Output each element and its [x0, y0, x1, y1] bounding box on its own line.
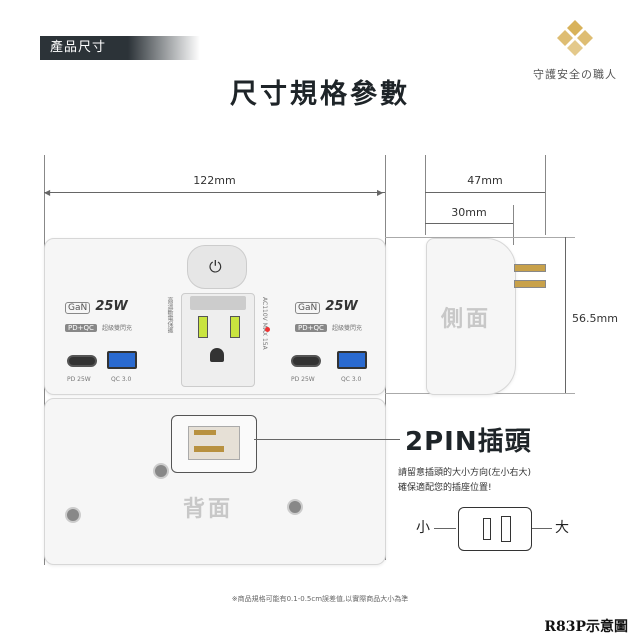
outlet-ground [210, 348, 224, 362]
plug-frame [171, 415, 257, 473]
back-view: 背面 [44, 398, 386, 565]
screw-right [287, 499, 303, 515]
outlet-slot-left [198, 316, 208, 338]
gan-label: GaN [65, 302, 91, 314]
plug-pin-large [194, 446, 224, 452]
width-dimension: 122mm [193, 174, 236, 187]
usb-c-port [291, 355, 321, 367]
center-note: 高溫斷電保護 [166, 297, 173, 333]
usb-a-label: QC 3.0 [341, 376, 362, 383]
large-line [532, 528, 552, 529]
height-dimension: 56.5mm [572, 312, 618, 325]
socket-slot-large [501, 516, 511, 542]
model-label: R83P示意圖 [544, 619, 628, 635]
screw-left [153, 463, 169, 479]
watt-label: 25W [325, 299, 358, 314]
page-title: 尺寸規格參數 [230, 79, 410, 110]
small-label: 小 [416, 520, 430, 536]
small-line [434, 528, 456, 529]
depth-line [425, 192, 545, 193]
pin-title: 2PIN插頭 [405, 427, 532, 457]
arrow-right-icon: ▶ [377, 188, 384, 197]
callout-line [254, 439, 400, 440]
pdqc-label: PD+QC [65, 324, 97, 332]
socket-slot-small [483, 518, 491, 540]
usb-c-label: PD 25W [291, 376, 315, 383]
pin-note-2: 確保適配您的插座位置! [398, 483, 492, 493]
side-plug-pin-top [514, 264, 546, 272]
side-right-guide [545, 155, 546, 235]
side-plug-guide [513, 205, 514, 245]
usb-a-port [107, 351, 137, 369]
plug-depth-dimension: 30mm [451, 206, 487, 219]
screw-edge [65, 507, 81, 523]
fast-label: 超級雙閃充 [101, 325, 132, 332]
back-label: 背面 [183, 497, 234, 522]
large-label: 大 [555, 520, 569, 536]
section-tag: 產品尺寸 [40, 36, 200, 60]
power-button: ⏻ [187, 245, 247, 289]
front-view: ⏻ 高溫斷電保護 AC110V MAX 15A GaN 25W PD+QC 超級… [44, 238, 386, 395]
pin-note-1: 請留意插頭的大小方向(左小右大) [398, 468, 532, 478]
depth-dimension: 47mm [467, 174, 503, 187]
left-pdqc-block: PD+QC 超級雙閃充 [65, 315, 132, 334]
plug-pin-small [194, 430, 216, 435]
right-gan-block: GaN 25W [295, 295, 358, 314]
arrow-left-icon: ◀ [44, 188, 51, 197]
power-icon: ⏻ [209, 257, 222, 276]
brand-name: 守護安全の職人 [533, 68, 617, 81]
left-gan-block: GaN 25W [65, 295, 128, 314]
plug-depth-line [425, 223, 513, 224]
fast-label: 超級雙閃充 [331, 325, 362, 332]
outlet-shutter [190, 296, 246, 310]
right-pdqc-block: PD+QC 超級雙閃充 [295, 315, 362, 334]
gan-label: GaN [295, 302, 321, 314]
side-left-guide [425, 155, 426, 235]
top-hguide [385, 237, 575, 238]
width-line [44, 192, 385, 193]
rating-text: AC110V MAX 15A [261, 297, 268, 350]
brand-logo: 守護安全の職人 [520, 18, 630, 82]
side-view: 側面 [426, 238, 516, 395]
pdqc-label: PD+QC [295, 324, 327, 332]
usb-a-port [337, 351, 367, 369]
watt-label: 25W [95, 299, 128, 314]
usb-a-label: QC 3.0 [111, 376, 132, 383]
brand-diamond-icon [557, 20, 593, 56]
side-plug-pin-bottom [514, 280, 546, 288]
ac-outlet [181, 293, 255, 387]
footer-note: ※商品規格可能有0.1-0.5cm誤差值,以實際商品大小為準 [231, 595, 409, 603]
indicator-led [265, 327, 270, 332]
usb-c-port [67, 355, 97, 367]
usb-c-label: PD 25W [67, 376, 91, 383]
height-line [565, 237, 566, 393]
outlet-slot-right [230, 316, 240, 338]
socket-diagram [458, 507, 532, 551]
side-label: 側面 [441, 307, 492, 332]
